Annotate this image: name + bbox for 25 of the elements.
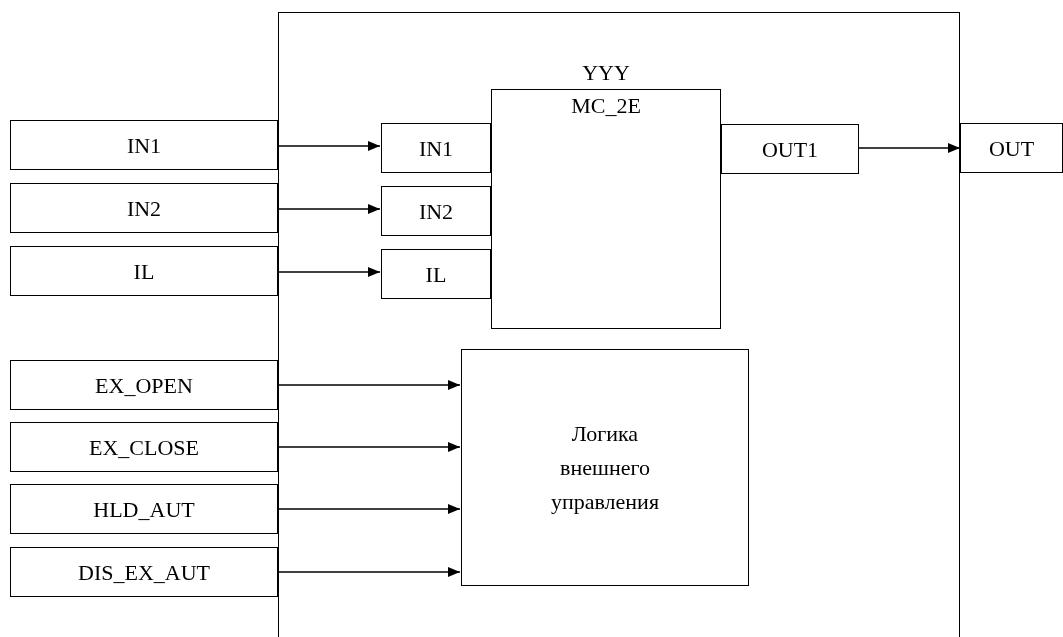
signal-box: IN1 (10, 120, 278, 170)
signal-box: IL (381, 249, 491, 299)
block-title: YYY (581, 59, 631, 87)
signal-box: OUT (960, 123, 1063, 173)
signal-box: IL (10, 246, 278, 296)
arrow (277, 267, 381, 277)
signal-box: HLD_AUT (10, 484, 278, 534)
arrow (857, 143, 961, 153)
signal-box: DIS_EX_AUT (10, 547, 278, 597)
signal-box: EX_OPEN (10, 360, 278, 410)
logic-block (461, 349, 749, 586)
arrow (277, 567, 461, 577)
signal-box: OUT1 (721, 124, 859, 174)
arrow (277, 141, 381, 151)
signal-box: EX_CLOSE (10, 422, 278, 472)
signal-box: IN1 (381, 123, 491, 173)
signal-box: IN2 (10, 183, 278, 233)
arrow (277, 380, 461, 390)
block-name: MC_2E (571, 92, 641, 120)
arrow (277, 442, 461, 452)
arrow (277, 204, 381, 214)
block-text: Логика внешнего управления (549, 419, 660, 516)
signal-box: IN2 (381, 186, 491, 236)
arrow (277, 504, 461, 514)
outer-block-frame (278, 12, 960, 637)
